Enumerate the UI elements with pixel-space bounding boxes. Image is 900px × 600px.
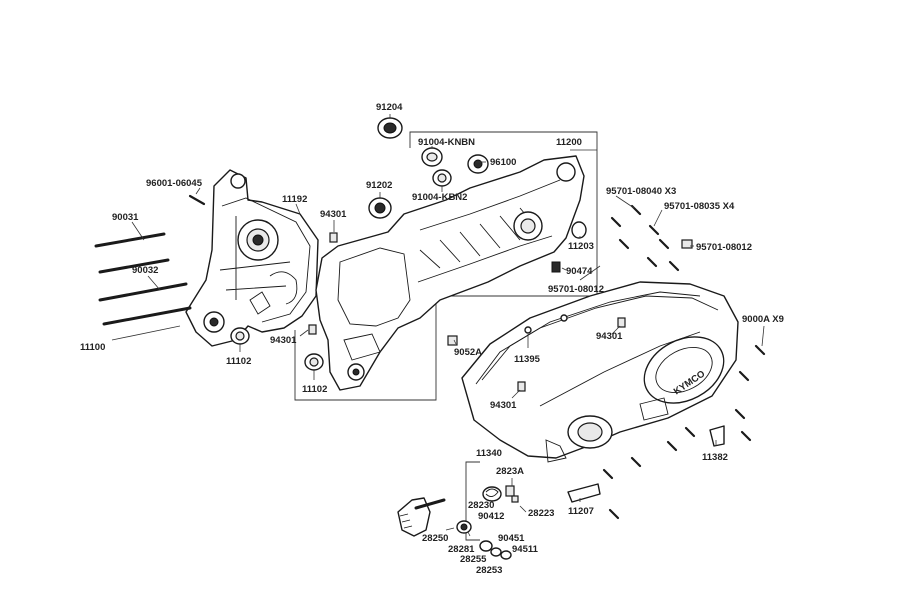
label-94301-b: 94301	[270, 335, 297, 346]
left-crankcase-half	[185, 169, 319, 347]
label-28223: 28223	[528, 508, 554, 519]
bolt-9052a	[447, 335, 458, 346]
label-94301-a: 94301	[320, 209, 347, 220]
label-28230: 28230	[468, 500, 494, 511]
label-9052a: 9052A	[454, 347, 482, 358]
label-90412: 90412	[478, 511, 504, 522]
label-11102-a: 11102	[226, 356, 251, 367]
label-11200: 11200	[556, 137, 582, 148]
bushing-11102-a	[230, 327, 250, 345]
oil-plug-90474	[551, 261, 561, 273]
right-crankcase-half	[315, 155, 585, 391]
part-labels: 91204 91004-KNBN 11200 96100 96001-06045…	[80, 102, 784, 576]
kick-spring-28230	[482, 486, 502, 502]
label-2823a: 2823A	[496, 466, 524, 477]
bracket-11207	[567, 483, 601, 503]
bearing-91004-kbn2	[432, 169, 452, 187]
bearing-91202	[368, 197, 392, 219]
label-91204: 91204	[376, 102, 403, 113]
label-91202: 91202	[366, 180, 392, 191]
washers-28255-28253	[479, 540, 512, 560]
bearing-91204	[377, 117, 403, 139]
label-90474: 90474	[566, 266, 593, 277]
label-95701-08012-a: 95701-08012	[696, 242, 752, 253]
crankcase-group-bracket	[294, 131, 598, 401]
label-11102-b: 11102	[302, 384, 327, 395]
label-94301-c: 94301	[596, 331, 623, 342]
bushing-11102-b	[304, 353, 324, 371]
seal-96100	[467, 154, 489, 174]
label-90031: 90031	[112, 212, 139, 223]
label-95701-08035: 95701-08035 X4	[664, 201, 735, 212]
clip-11382	[709, 425, 725, 447]
kickstarter-group-bracket	[465, 461, 480, 541]
seal-11203	[571, 221, 587, 239]
label-11192: 11192	[282, 194, 307, 205]
label-28250: 28250	[422, 533, 448, 544]
label-95701-08040: 95701-08040 X3	[606, 186, 676, 197]
label-11207: 11207	[568, 506, 594, 517]
washer-28281	[456, 520, 472, 534]
label-94301-d: 94301	[490, 400, 517, 411]
transmission-cover: KYMCO	[461, 281, 739, 463]
label-90032: 90032	[132, 265, 158, 276]
leader-lines	[111, 114, 765, 537]
label-28253: 28253	[476, 565, 502, 576]
stud-bolts-90032	[98, 282, 192, 326]
label-91004-kbn2: 91004-KBN2	[412, 192, 467, 203]
label-28255: 28255	[460, 554, 487, 565]
label-90451: 90451	[498, 533, 525, 544]
label-11203: 11203	[568, 241, 594, 252]
label-11340: 11340	[476, 448, 502, 459]
bolt-96001-06045	[188, 194, 206, 206]
label-28281: 28281	[448, 544, 475, 555]
label-11382: 11382	[702, 452, 728, 463]
dowel-pins-94301	[308, 232, 626, 392]
bolts-95701	[610, 204, 693, 272]
label-94511: 94511	[512, 544, 539, 555]
label-91004-knbn: 91004-KNBN	[418, 137, 475, 148]
label-11395: 11395	[514, 354, 541, 365]
cover-bolts-9000a	[602, 344, 766, 520]
cover-gasket	[481, 291, 701, 381]
label-9000a: 9000A X9	[742, 314, 784, 325]
stud-bolts-90031	[94, 232, 170, 274]
label-95701-08012-b: 95701-08012	[548, 284, 604, 295]
kick-gear-28250	[397, 497, 446, 537]
kick-parts-2823a	[505, 485, 519, 503]
label-96001-06045: 96001-06045	[146, 178, 203, 189]
label-11100: 11100	[80, 342, 105, 353]
bearing-91004-knbn	[421, 147, 443, 167]
label-96100: 96100	[490, 157, 516, 168]
